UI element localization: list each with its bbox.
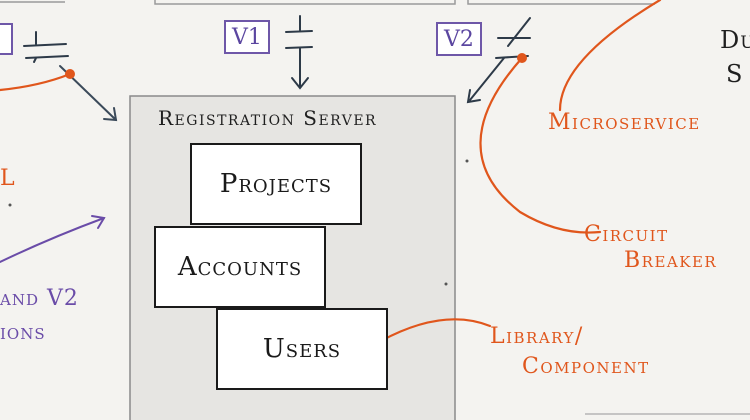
orange-line-microservice bbox=[558, 0, 662, 112]
partial-version-tag-left bbox=[0, 23, 13, 55]
orange-dot-circuit-breaker bbox=[517, 53, 527, 63]
projects-box: Projects bbox=[190, 143, 362, 225]
projects-box-label: Projects bbox=[219, 169, 333, 199]
annotation-circuit-breaker-line2: Breaker bbox=[624, 248, 718, 273]
version-tag-v2-label: V2 bbox=[444, 26, 474, 52]
annotation-circuit-breaker-line1: Circuit bbox=[584, 222, 669, 247]
users-box-label: Users bbox=[262, 334, 342, 364]
orange-dot-left bbox=[65, 69, 75, 79]
accounts-box-label: Accounts bbox=[177, 252, 303, 282]
top-frame-center bbox=[154, 0, 456, 5]
purple-arrow bbox=[0, 215, 106, 263]
annotation-versions-line2: ions bbox=[0, 320, 46, 345]
annotation-partial-left: L bbox=[0, 166, 17, 191]
version-tag-v1-label: V1 bbox=[232, 24, 262, 50]
dot bbox=[465, 159, 469, 163]
dot bbox=[444, 282, 448, 286]
annotation-partial-top-right-1: Du bbox=[720, 26, 750, 54]
version-tag-v1: V1 bbox=[224, 20, 270, 54]
circuit-breaker-symbol-v1 bbox=[285, 15, 313, 90]
users-box: Users bbox=[216, 308, 388, 390]
accounts-box: Accounts bbox=[154, 226, 326, 308]
dot bbox=[8, 203, 12, 207]
annotation-versions-line1: and V2 bbox=[0, 286, 79, 311]
annotation-library-line1: Library/ bbox=[490, 324, 584, 349]
version-tag-v2: V2 bbox=[436, 22, 482, 56]
annotation-partial-top-right-2: S bbox=[726, 60, 744, 88]
top-frame-right bbox=[467, 0, 655, 5]
orange-line-circuit-breaker bbox=[479, 56, 602, 234]
circuit-breaker-symbol-left bbox=[23, 31, 69, 63]
orange-line-left bbox=[0, 72, 72, 92]
registration-server-label: Registration Server bbox=[158, 106, 378, 130]
annotation-microservice: Microservice bbox=[548, 110, 701, 135]
annotation-library-line2: Component bbox=[522, 354, 650, 379]
